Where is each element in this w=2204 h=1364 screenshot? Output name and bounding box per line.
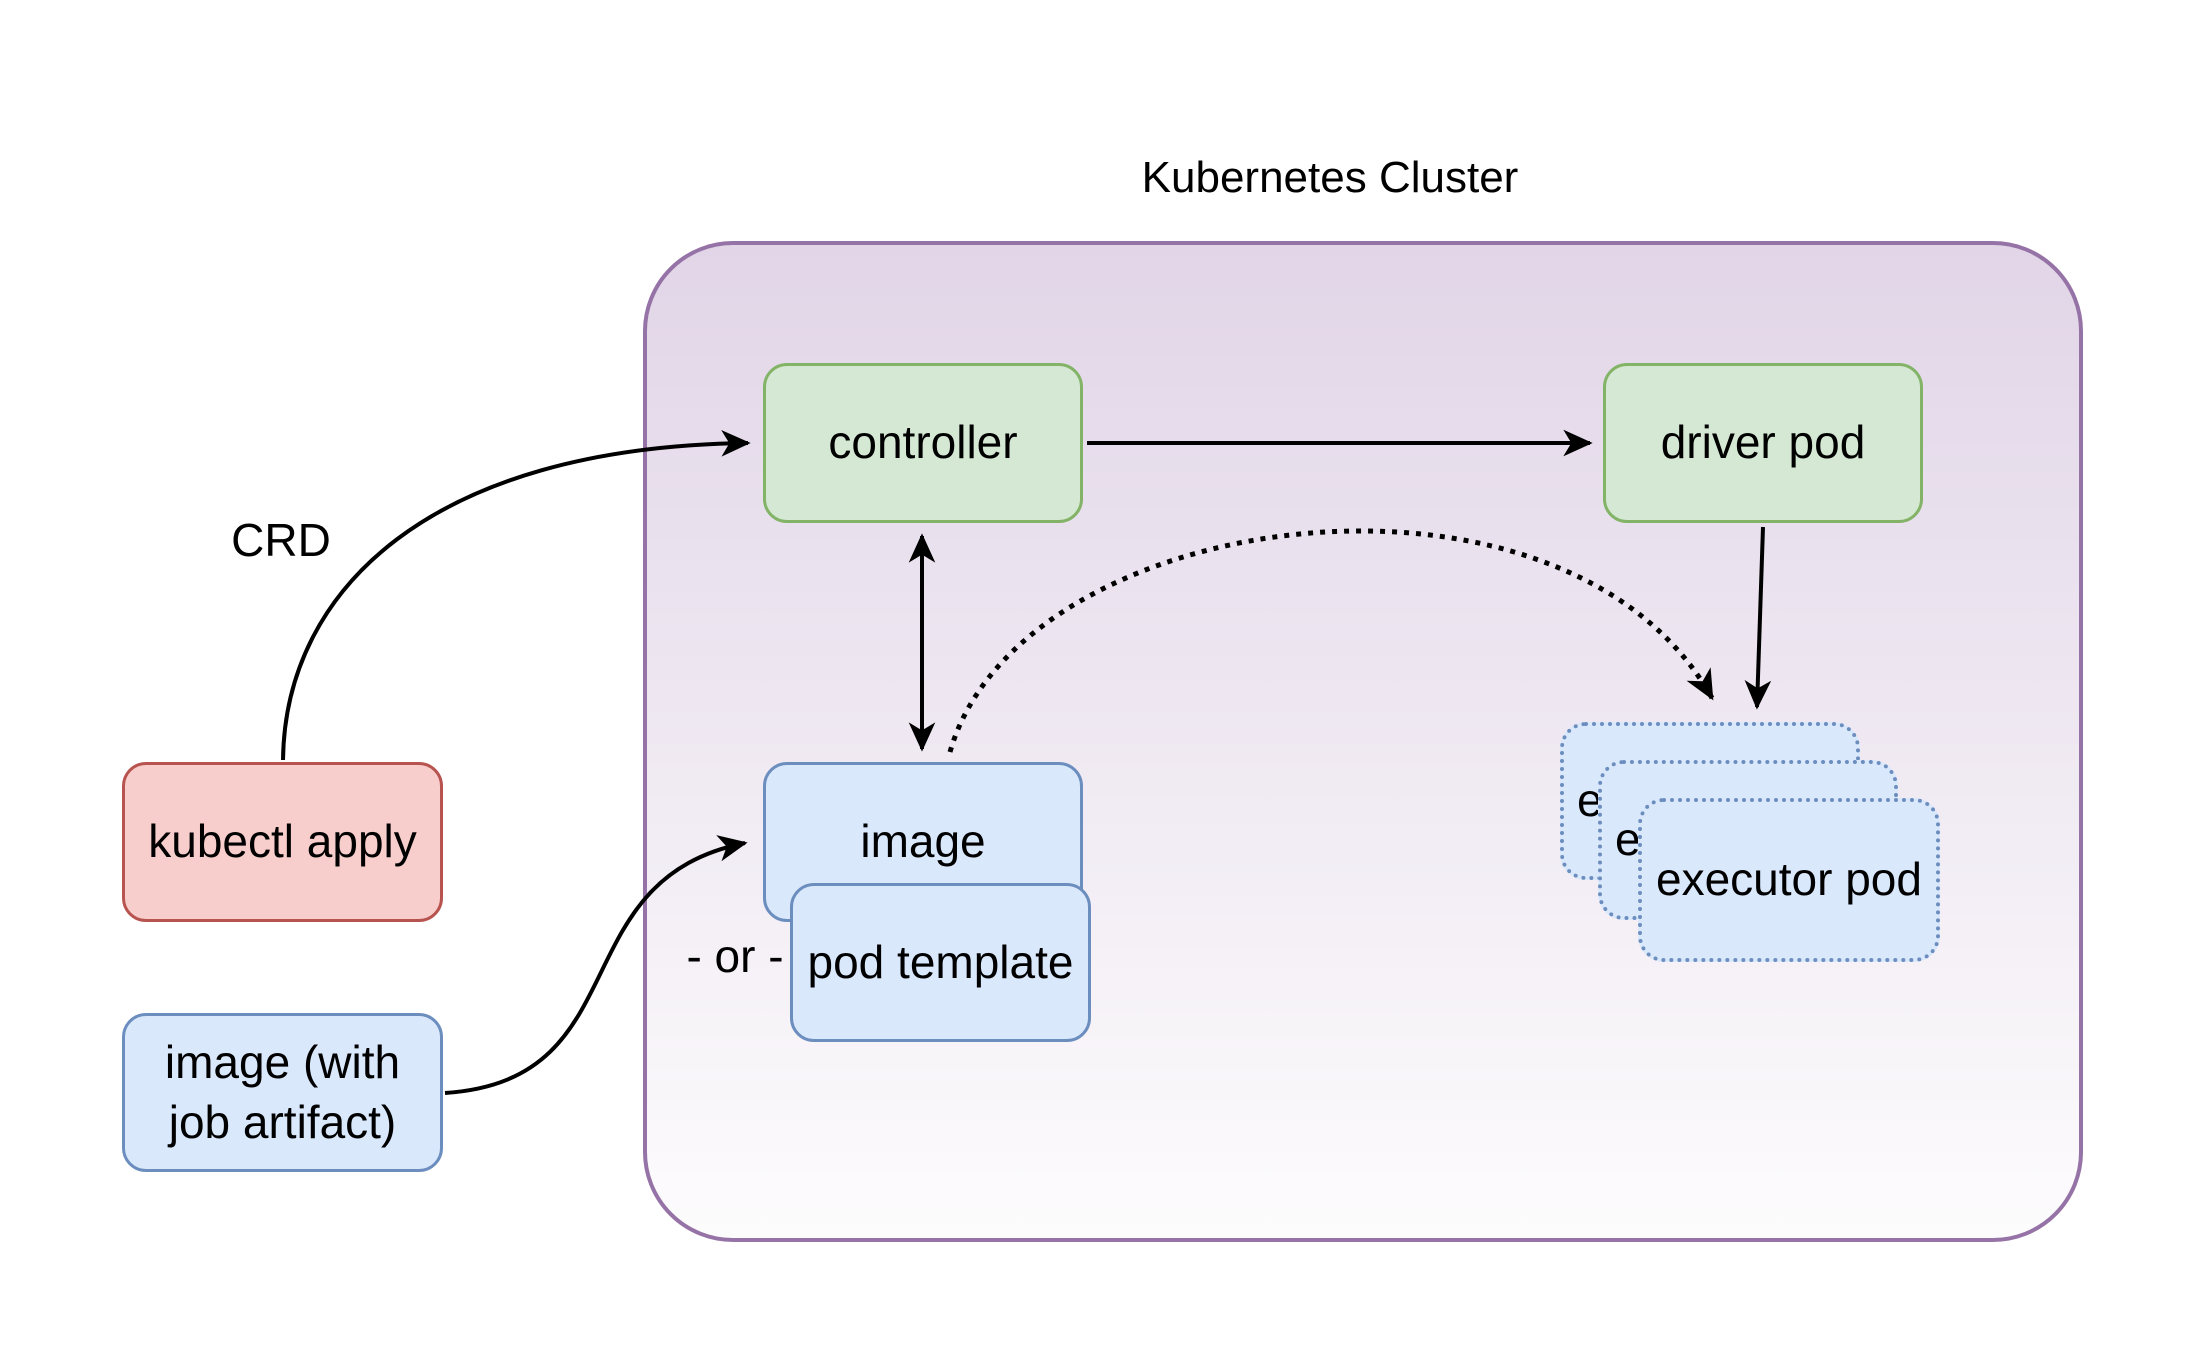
node-driver-pod: driver pod xyxy=(1603,363,1923,523)
diagram-title: Kubernetes Cluster xyxy=(1141,153,1519,202)
label-crd: CRD xyxy=(231,514,331,566)
node-executor-pod-front: executor pod xyxy=(1638,798,1940,962)
node-kubectl-apply: kubectl apply xyxy=(122,762,443,922)
node-pod-template: pod template xyxy=(790,883,1091,1042)
node-image-with-job-artifact: image (with job artifact) xyxy=(122,1013,443,1172)
node-controller: controller xyxy=(763,363,1083,523)
label-or: - or - xyxy=(686,930,784,982)
